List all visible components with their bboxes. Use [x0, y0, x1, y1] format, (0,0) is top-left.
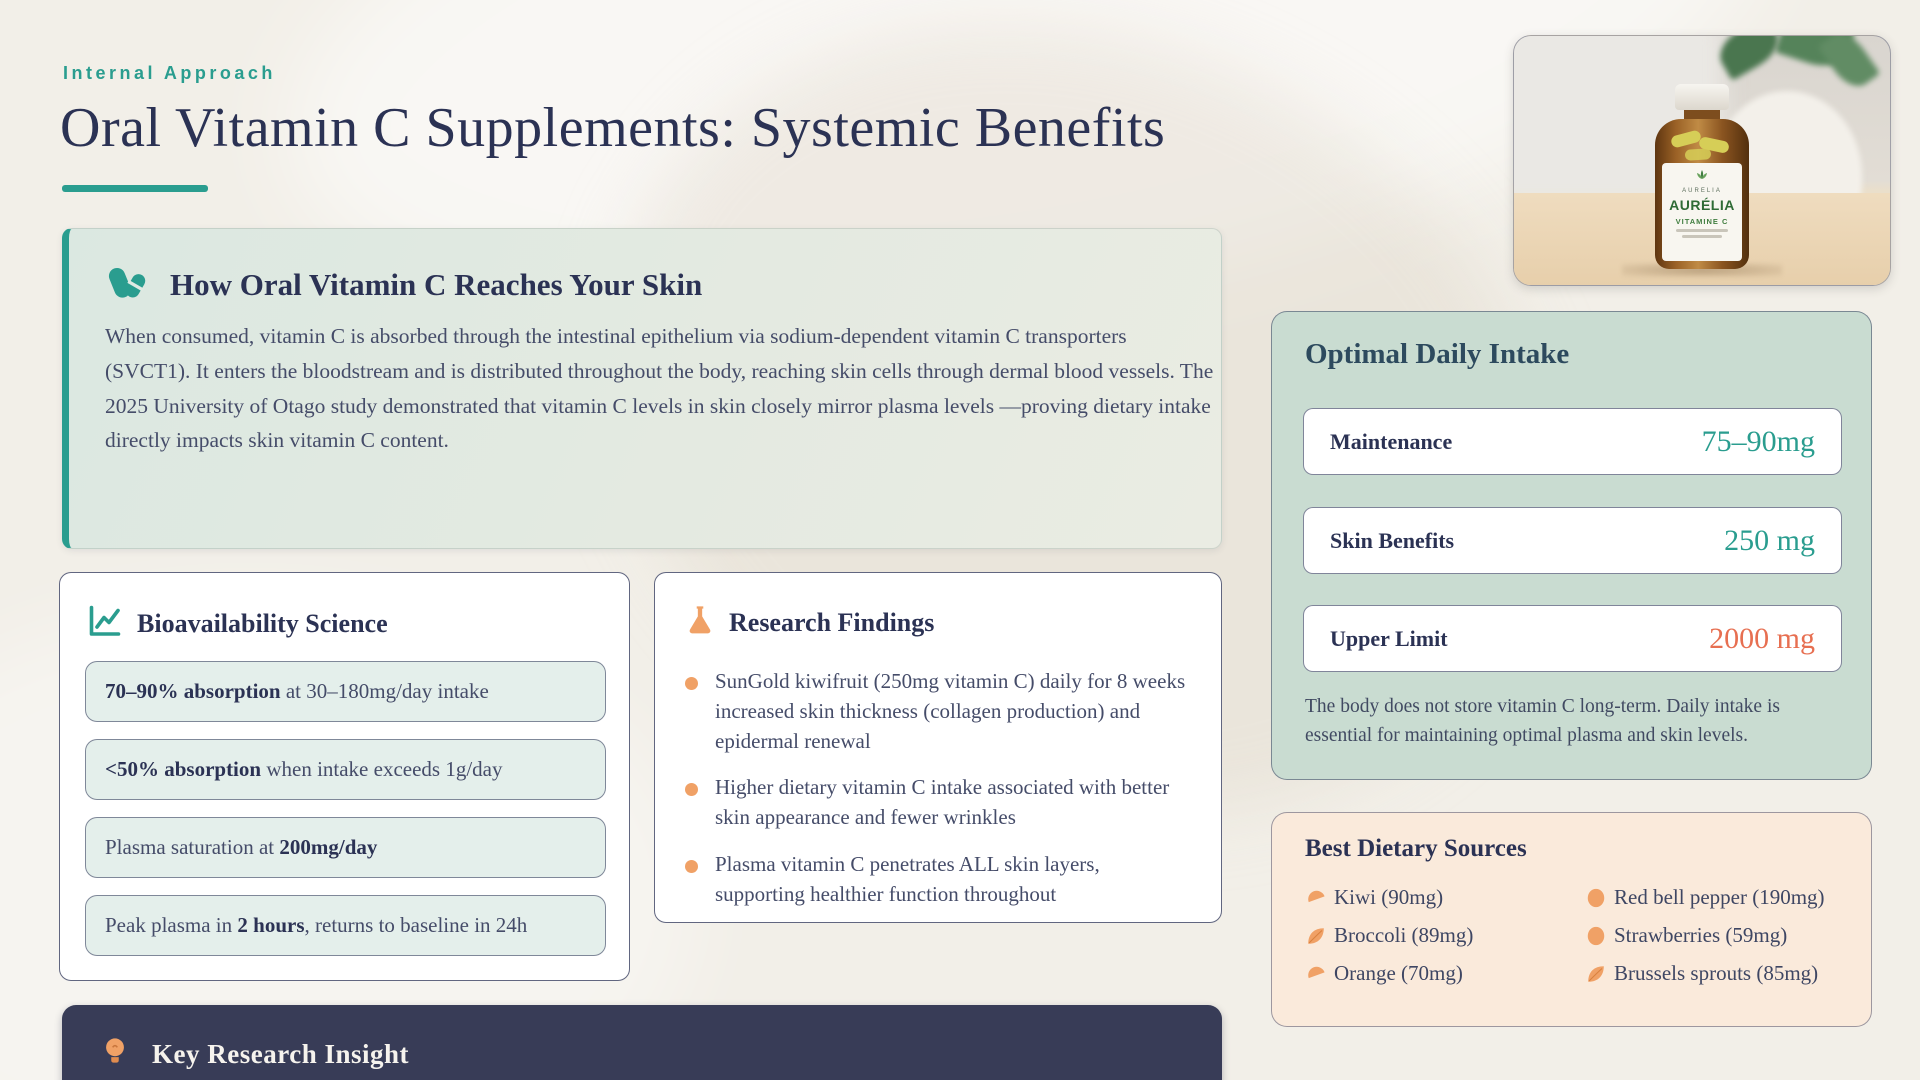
title-underline — [62, 185, 208, 192]
citrus-slice-icon — [1308, 966, 1325, 978]
citrus-slice-icon — [1308, 890, 1325, 902]
research-bullet: SunGold kiwifruit (250mg vitamin C) dail… — [685, 667, 1190, 756]
chart-line-icon — [87, 603, 123, 644]
brand-name-small: AURELIA — [1682, 188, 1722, 194]
key-research-insight-bar: Key Research Insight — [62, 1005, 1222, 1080]
lightbulb-icon — [100, 1035, 130, 1074]
optimal-daily-intake-title: Optimal Daily Intake — [1305, 338, 1570, 370]
sources-grid: Kiwi (90mg) Red bell pepper (190mg) Broc… — [1305, 885, 1850, 986]
bioavailability-card: Bioavailability Science 70–90% absorptio… — [59, 572, 630, 981]
key-research-insight-title: Key Research Insight — [152, 1039, 409, 1069]
source-item: Red bell pepper (190mg) — [1585, 885, 1850, 910]
stat-row: <50% absorption when intake exceeds 1g/d… — [85, 739, 606, 800]
pills-icon — [104, 259, 150, 310]
leaf-icon — [1308, 927, 1324, 944]
best-dietary-sources-title: Best Dietary Sources — [1305, 835, 1527, 862]
intake-row: Skin Benefits 250 mg — [1303, 507, 1842, 574]
source-item: Strawberries (59mg) — [1585, 923, 1850, 948]
intake-label: Skin Benefits — [1330, 527, 1455, 553]
research-bullet: Higher dietary vitamin C intake associat… — [685, 773, 1190, 833]
hero-title: How Oral Vitamin C Reaches Your Skin — [170, 266, 703, 302]
source-item: Brussels sprouts (85mg) — [1585, 961, 1850, 986]
intake-label: Maintenance — [1330, 428, 1453, 454]
brand-name-large: AURÉLIA — [1669, 197, 1735, 213]
eyebrow-label: Internal Approach — [63, 63, 276, 83]
brand-leaf-icon — [1697, 170, 1707, 179]
page-title: Oral Vitamin C Supplements: Systemic Ben… — [60, 97, 1166, 159]
bioavailability-title: Bioavailability Science — [137, 608, 388, 638]
source-item: Broccoli (89mg) — [1305, 923, 1567, 948]
best-dietary-sources-card: Best Dietary Sources Kiwi (90mg) Red bel… — [1271, 812, 1872, 1027]
capsule — [1684, 148, 1712, 161]
research-findings-card: Research Findings SunGold kiwifruit (250… — [654, 572, 1222, 923]
bottle-neck — [1684, 110, 1720, 119]
capsule — [1669, 129, 1703, 149]
source-item: Orange (70mg) — [1305, 961, 1567, 986]
stat-row: 70–90% absorption at 30–180mg/day intake — [85, 661, 606, 722]
research-bullet: Plasma vitamin C penetrates ALL skin lay… — [685, 850, 1190, 910]
flask-icon — [685, 603, 715, 642]
bottle-label: AURELIA AURÉLIA VITAMINE C — [1662, 163, 1742, 261]
optimal-daily-intake-card: Optimal Daily Intake Maintenance 75–90mg… — [1271, 311, 1872, 780]
leaf-icon — [1588, 965, 1604, 982]
bottle-cap — [1675, 84, 1729, 110]
stat-row: Plasma saturation at 200mg/day — [85, 817, 606, 878]
intake-value: 250 mg — [1724, 523, 1815, 557]
hero-body-text: When consumed, vitamin C is absorbed thr… — [105, 324, 1214, 453]
intake-value: 75–90mg — [1701, 424, 1815, 458]
berry-icon — [1587, 888, 1605, 907]
label-detail-bar — [1676, 229, 1728, 232]
bottle-body: AURELIA AURÉLIA VITAMINE C — [1655, 119, 1749, 269]
intake-row: Upper Limit 2000 mg — [1303, 605, 1842, 672]
supplement-bottle: AURELIA AURÉLIA VITAMINE C — [1655, 84, 1749, 269]
research-findings-title: Research Findings — [729, 607, 935, 637]
intake-row: Maintenance 75–90mg — [1303, 408, 1842, 475]
hero-card: How Oral Vitamin C Reaches Your Skin Whe… — [62, 228, 1222, 549]
product-photo: AURELIA AURÉLIA VITAMINE C — [1513, 35, 1891, 286]
intake-note: The body does not store vitamin C long-t… — [1305, 696, 1780, 747]
intake-label: Upper Limit — [1330, 625, 1448, 651]
intake-value: 2000 mg — [1709, 621, 1815, 655]
research-bullet-list: SunGold kiwifruit (250mg vitamin C) dail… — [685, 667, 1190, 927]
berry-icon — [1587, 926, 1605, 945]
source-item: Kiwi (90mg) — [1305, 885, 1567, 910]
product-name: VITAMINE C — [1675, 217, 1729, 226]
stat-row: Peak plasma in 2 hours, returns to basel… — [85, 895, 606, 956]
label-detail-bar — [1682, 235, 1722, 238]
